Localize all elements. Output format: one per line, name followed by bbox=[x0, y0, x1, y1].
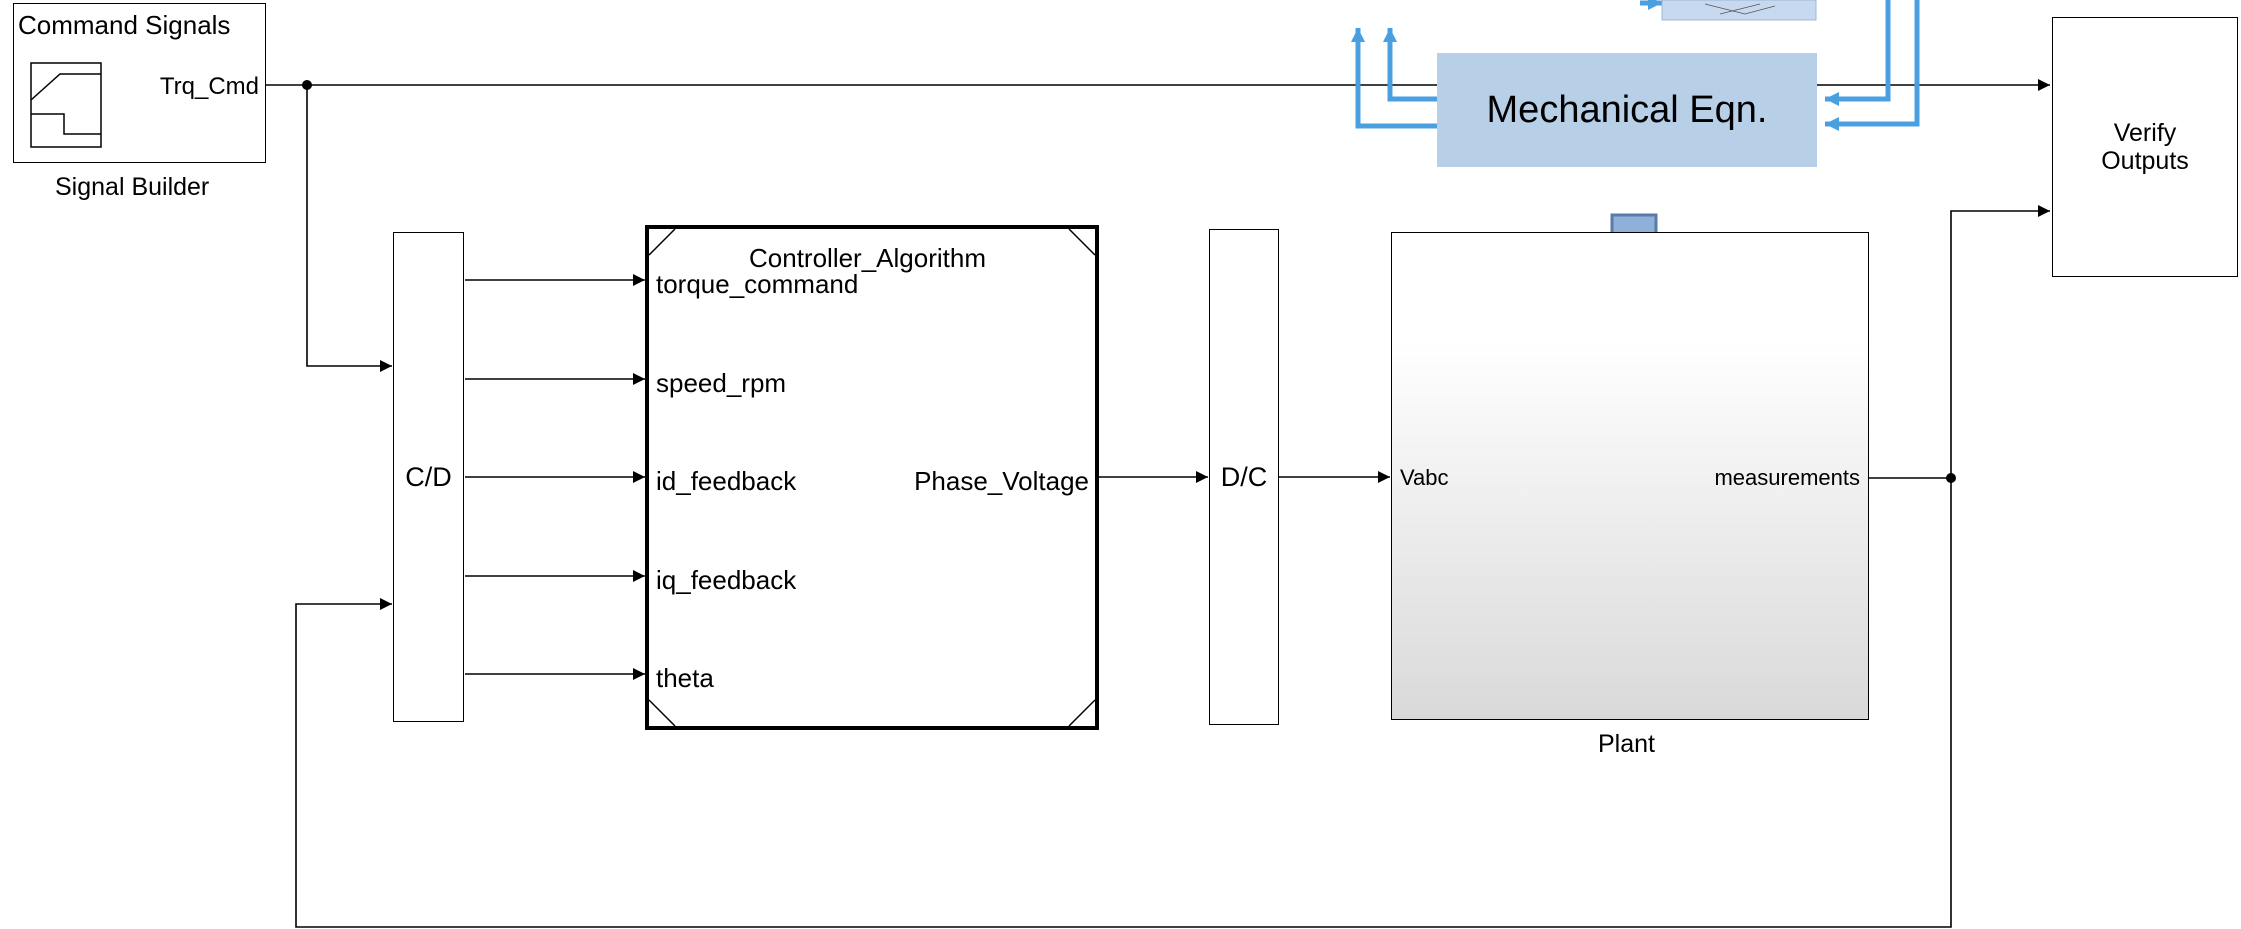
controller-algorithm-block[interactable]: Controller_Algorithm torque_command spee… bbox=[645, 225, 1099, 730]
junction-dot bbox=[1946, 473, 1956, 483]
port-iq-feedback: iq_feedback bbox=[656, 565, 797, 595]
port-measurements: measurements bbox=[1714, 465, 1860, 490]
port-id-feedback: id_feedback bbox=[656, 466, 797, 496]
subsystem-corner-marks bbox=[649, 229, 1095, 726]
verify-outputs-label-line1: Verify bbox=[2113, 119, 2177, 147]
dc-block[interactable]: D/C bbox=[1209, 229, 1279, 725]
wire-trq-cmd-to-cd bbox=[306, 85, 392, 372]
wire-measurements-to-verify bbox=[1868, 205, 2050, 479]
port-speed-rpm: speed_rpm bbox=[656, 368, 787, 398]
mechanical-eqn-label: Mechanical Eqn. bbox=[1486, 88, 1768, 131]
signal-builder-caption: Signal Builder bbox=[55, 173, 210, 201]
signal-builder-title: Command Signals bbox=[18, 10, 231, 40]
plant-block[interactable]: Vabc measurements bbox=[1391, 232, 1869, 720]
signal-waveform-icon bbox=[30, 62, 102, 148]
mechanical-diagram-thumbnail bbox=[1661, 0, 1817, 21]
port-vabc: Vabc bbox=[1400, 465, 1449, 490]
port-torque-command: torque_command bbox=[656, 269, 859, 299]
annotation-arrow bbox=[1351, 28, 1437, 129]
thumbnail-sketch bbox=[1704, 3, 1776, 15]
port-trq-cmd: Trq_Cmd bbox=[159, 73, 259, 100]
port-theta: theta bbox=[656, 663, 714, 693]
annotation-arrow bbox=[1825, 0, 1891, 106]
port-phase-voltage: Phase_Voltage bbox=[914, 466, 1089, 496]
annotation-arrow bbox=[1383, 28, 1437, 102]
plant-caption: Plant bbox=[1598, 730, 1655, 758]
verify-outputs-label-line2: Outputs bbox=[2101, 147, 2189, 175]
mechanical-eqn-annotation[interactable]: Mechanical Eqn. bbox=[1437, 53, 1817, 167]
junction-dot bbox=[302, 80, 312, 90]
verify-outputs-block[interactable]: Verify Outputs bbox=[2052, 17, 2238, 277]
annotation-arrow bbox=[1825, 0, 1920, 131]
wire-feedback-to-cd bbox=[295, 478, 1952, 928]
cd-label: C/D bbox=[405, 461, 452, 492]
controller-title: Controller_Algorithm bbox=[749, 243, 986, 273]
dc-label: D/C bbox=[1220, 461, 1268, 492]
signal-builder-block[interactable]: Command Signals Trq_Cmd bbox=[13, 3, 266, 163]
cd-block[interactable]: C/D bbox=[393, 232, 464, 722]
